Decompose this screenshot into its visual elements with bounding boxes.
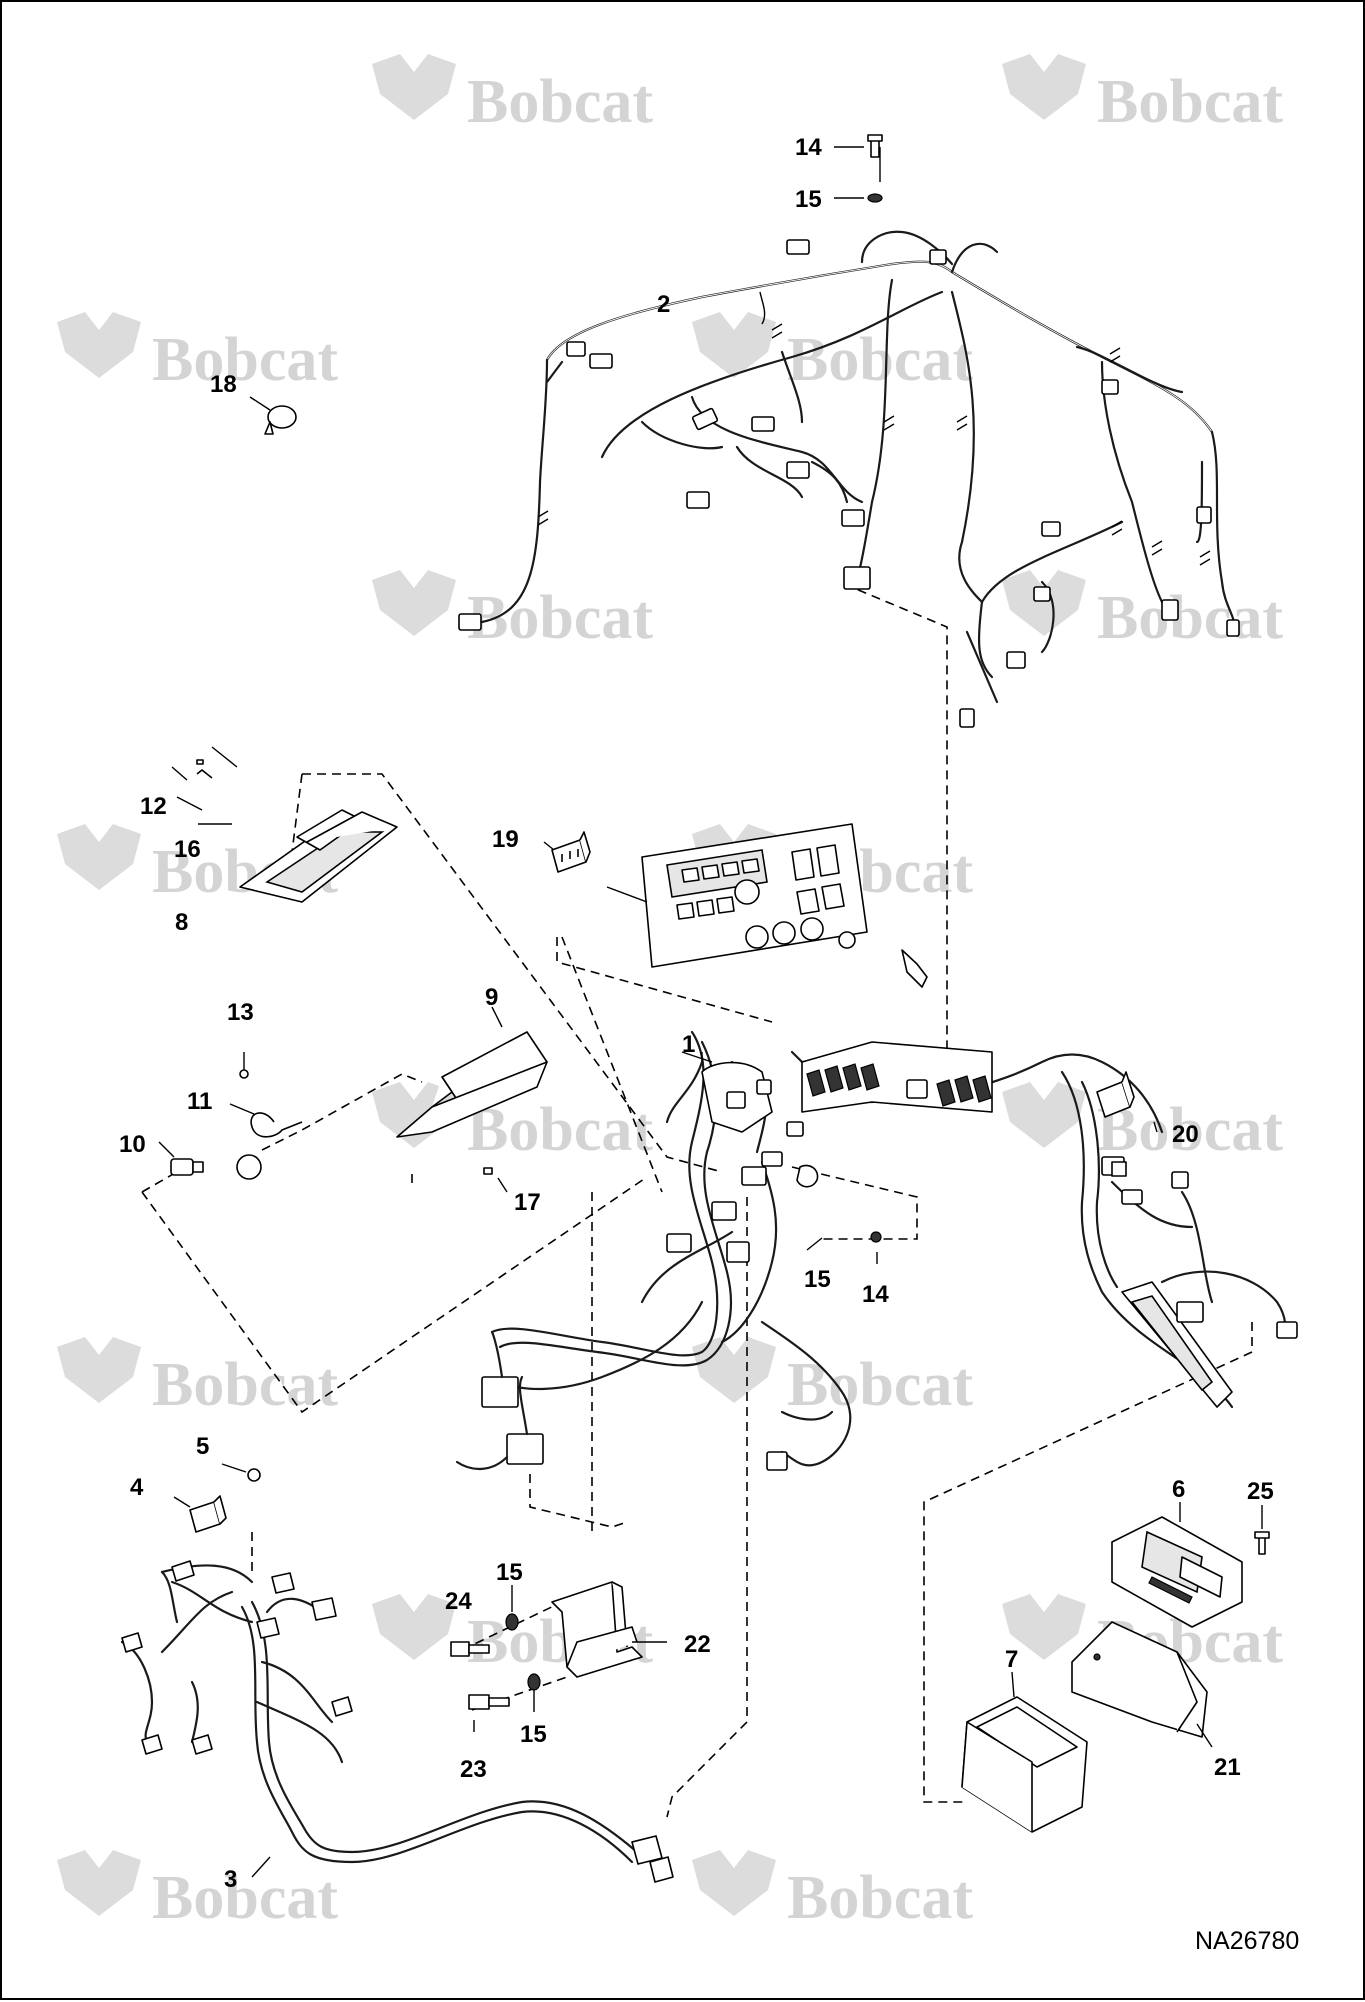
- assembly-lines: [141, 583, 1253, 1818]
- callout-label: 12: [140, 793, 167, 820]
- callout-label: 25: [1247, 1478, 1274, 1505]
- switch-panel: [606, 823, 928, 988]
- callout-label: 14: [795, 134, 822, 161]
- drawing-number: NA26780: [1195, 1927, 1299, 1955]
- main-harness: [455, 1030, 1298, 1471]
- callout-label: 6: [1172, 1476, 1185, 1503]
- bobcat-watermark: Bobcat: [692, 312, 973, 394]
- callout-label: 7: [1005, 1646, 1018, 1673]
- bobcat-watermark: Bobcat: [57, 1337, 338, 1419]
- callout-label: 15: [496, 1559, 523, 1586]
- callout-label: 5: [196, 1433, 209, 1460]
- top-screw-and-washer: [834, 134, 883, 203]
- controller-7: [961, 1671, 1088, 1833]
- clamp-18: [249, 396, 297, 435]
- bobcat-watermark: Bobcat: [1002, 570, 1283, 652]
- bobcat-watermark: Bobcat: [57, 1850, 338, 1932]
- callout-label: 17: [514, 1189, 541, 1216]
- callout-label: 22: [684, 1631, 711, 1658]
- callout-label: 15: [520, 1721, 547, 1748]
- callout-label: 19: [492, 826, 519, 853]
- callout-label: 15: [804, 1266, 831, 1293]
- callout-label: 24: [445, 1588, 472, 1615]
- watermark-text: Bobcat: [152, 1351, 338, 1419]
- watermark-text: Bobcat: [467, 68, 653, 136]
- screw-25: [1254, 1505, 1270, 1555]
- bobcat-watermark: Bobcat: [692, 1337, 973, 1419]
- bobcat-watermark: Bobcat: [372, 570, 653, 652]
- bracket-22: [450, 1581, 667, 1732]
- watermark-text: Bobcat: [467, 584, 653, 652]
- bobcat-watermark: Bobcat: [57, 312, 338, 394]
- relay-19: [543, 831, 591, 873]
- callout-label: 21: [1214, 1754, 1241, 1781]
- callout-label: 14: [862, 1281, 889, 1308]
- watermark-text: Bobcat: [1097, 584, 1283, 652]
- watermark-text: Bobcat: [1097, 68, 1283, 136]
- callout-label: 16: [174, 836, 201, 863]
- bobcat-watermark: Bobcat: [372, 54, 653, 136]
- watermark-text: Bobcat: [152, 326, 338, 394]
- lower-harness: [120, 1560, 674, 1883]
- ecu-module-6: [1111, 1502, 1243, 1628]
- relay-4-and-screw-5: [173, 1463, 261, 1533]
- callout-label: 3: [224, 1866, 237, 1893]
- callout-label: 11: [187, 1088, 212, 1115]
- bobcat-watermark: Bobcat: [692, 1850, 973, 1932]
- callout-label: 4: [130, 1474, 144, 1501]
- watermark-text: Bobcat: [467, 1096, 653, 1164]
- panel-assembly-left: [158, 746, 548, 1193]
- callout-label: 9: [485, 984, 498, 1011]
- callout-label: 13: [227, 999, 254, 1026]
- callout-label: 15: [795, 186, 822, 213]
- callout-label: 18: [210, 371, 237, 398]
- bobcat-watermark: Bobcat: [1002, 54, 1283, 136]
- callout-label: 1: [682, 1031, 695, 1058]
- callouts: 1 2 3 4 5 6 7 8 9 10 11 12 13 14 14 15 1…: [119, 134, 1274, 1893]
- callout-label: 10: [119, 1131, 146, 1158]
- callout-label: 20: [1172, 1121, 1199, 1148]
- upper-harness: [458, 230, 1240, 728]
- watermark-text: Bobcat: [787, 1864, 973, 1932]
- callout-label: 23: [460, 1756, 487, 1783]
- callout-label: 2: [657, 291, 670, 318]
- watermark-text: Bobcat: [787, 1351, 973, 1419]
- plate-21: [1071, 1621, 1213, 1748]
- callout-label: 8: [175, 909, 188, 936]
- watermark-text: Bobcat: [787, 326, 973, 394]
- watermark-text: Bobcat: [152, 1864, 338, 1932]
